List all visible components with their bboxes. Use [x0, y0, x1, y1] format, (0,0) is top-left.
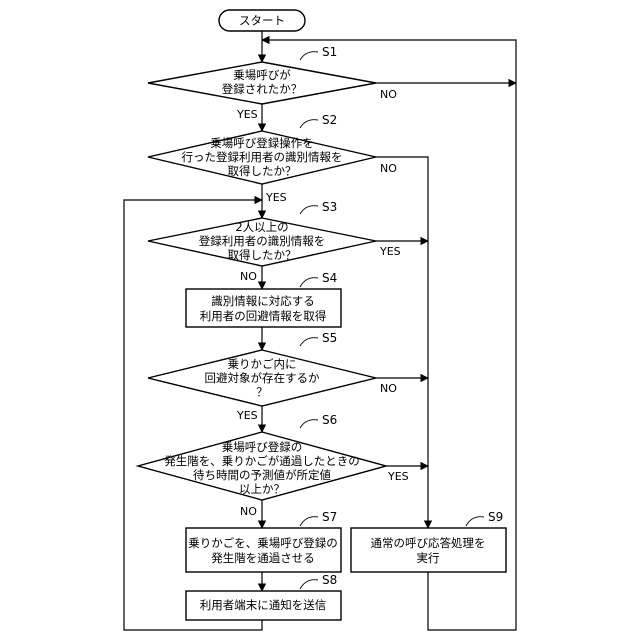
- s1-yes-label: YES: [236, 108, 258, 121]
- s2-line-3: 取得したか？: [228, 164, 297, 178]
- s2-id: S2: [322, 113, 337, 127]
- s4-line-1: 識別情報に対応する: [211, 294, 315, 308]
- s8-leader: [300, 580, 318, 589]
- s1-leader: [300, 52, 318, 60]
- s7-id: S7: [322, 510, 337, 524]
- s5-line-2: 回避対象が存在するか: [205, 371, 320, 385]
- s1-no-label: NO: [380, 88, 397, 101]
- s2-line-2: 行った登録利用者の識別情報を: [182, 150, 343, 164]
- s2-line-1: 乗場呼び登録操作を: [210, 136, 314, 150]
- s1-line-2: 登録されたか？: [222, 82, 303, 96]
- s7-line-2: 発生階を通過させる: [211, 551, 315, 565]
- s6-line-1: 乗場呼び登録の: [222, 440, 303, 454]
- s8-id: S8: [322, 573, 337, 587]
- s6-id: S6: [322, 413, 337, 427]
- s6-leader: [300, 420, 318, 428]
- s4-line-2: 利用者の回避情報を取得: [200, 309, 327, 323]
- s7-leader: [300, 517, 318, 526]
- process-s7: 乗りかごを、乗場呼び登録の 発生階を通過させる S7: [186, 510, 341, 572]
- s6-line-3: 待ち時間の予測値が所定値: [193, 468, 331, 482]
- s4-leader: [300, 278, 318, 287]
- s2-leader: [300, 120, 318, 128]
- s2-yes-label: YES: [265, 191, 287, 204]
- s8-line-1: 利用者端末に通知を送信: [200, 598, 327, 612]
- s3-line-2: 登録利用者の識別情報を: [199, 234, 326, 248]
- s5-id: S5: [322, 331, 337, 345]
- s3-line-3: 取得したか？: [228, 248, 297, 262]
- s9-line-2: 実行: [417, 551, 440, 565]
- start-label: スタート: [239, 14, 285, 28]
- s6-no-label: NO: [240, 505, 257, 518]
- process-s8: 利用者端末に通知を送信 S8: [186, 573, 341, 620]
- s5-leader: [300, 338, 318, 346]
- s3-leader: [300, 206, 318, 214]
- s3-yes-label: YES: [379, 245, 401, 258]
- s9-id: S9: [488, 510, 503, 524]
- s3-line-1: 2人以上の: [235, 220, 288, 234]
- s1-line-1: 乗場呼びが: [233, 68, 291, 82]
- s9-line-1: 通常の呼び応答処理を: [371, 536, 486, 550]
- s3-id: S3: [322, 200, 337, 214]
- s5-yes-label: YES: [236, 409, 258, 422]
- s5-line-1: 乗りかご内に: [228, 357, 297, 371]
- s5-line-3: ？: [256, 385, 268, 399]
- s4-id: S4: [322, 271, 337, 285]
- s5-no-label: NO: [380, 382, 397, 395]
- s9-leader: [466, 517, 484, 526]
- s1-id: S1: [322, 45, 337, 59]
- s6-yes-label: YES: [387, 470, 409, 483]
- process-s4: 識別情報に対応する 利用者の回避情報を取得 S4: [186, 271, 341, 327]
- s6-line-2: 発生階を、乗りかごが通過したときの: [164, 454, 360, 468]
- s7-line-1: 乗りかごを、乗場呼び登録の: [188, 536, 338, 550]
- s3-no-label: NO: [240, 270, 257, 283]
- start-terminal: スタート: [219, 10, 305, 31]
- s2-no-label: NO: [380, 162, 397, 175]
- s6-line-4: 以上か？: [239, 482, 285, 496]
